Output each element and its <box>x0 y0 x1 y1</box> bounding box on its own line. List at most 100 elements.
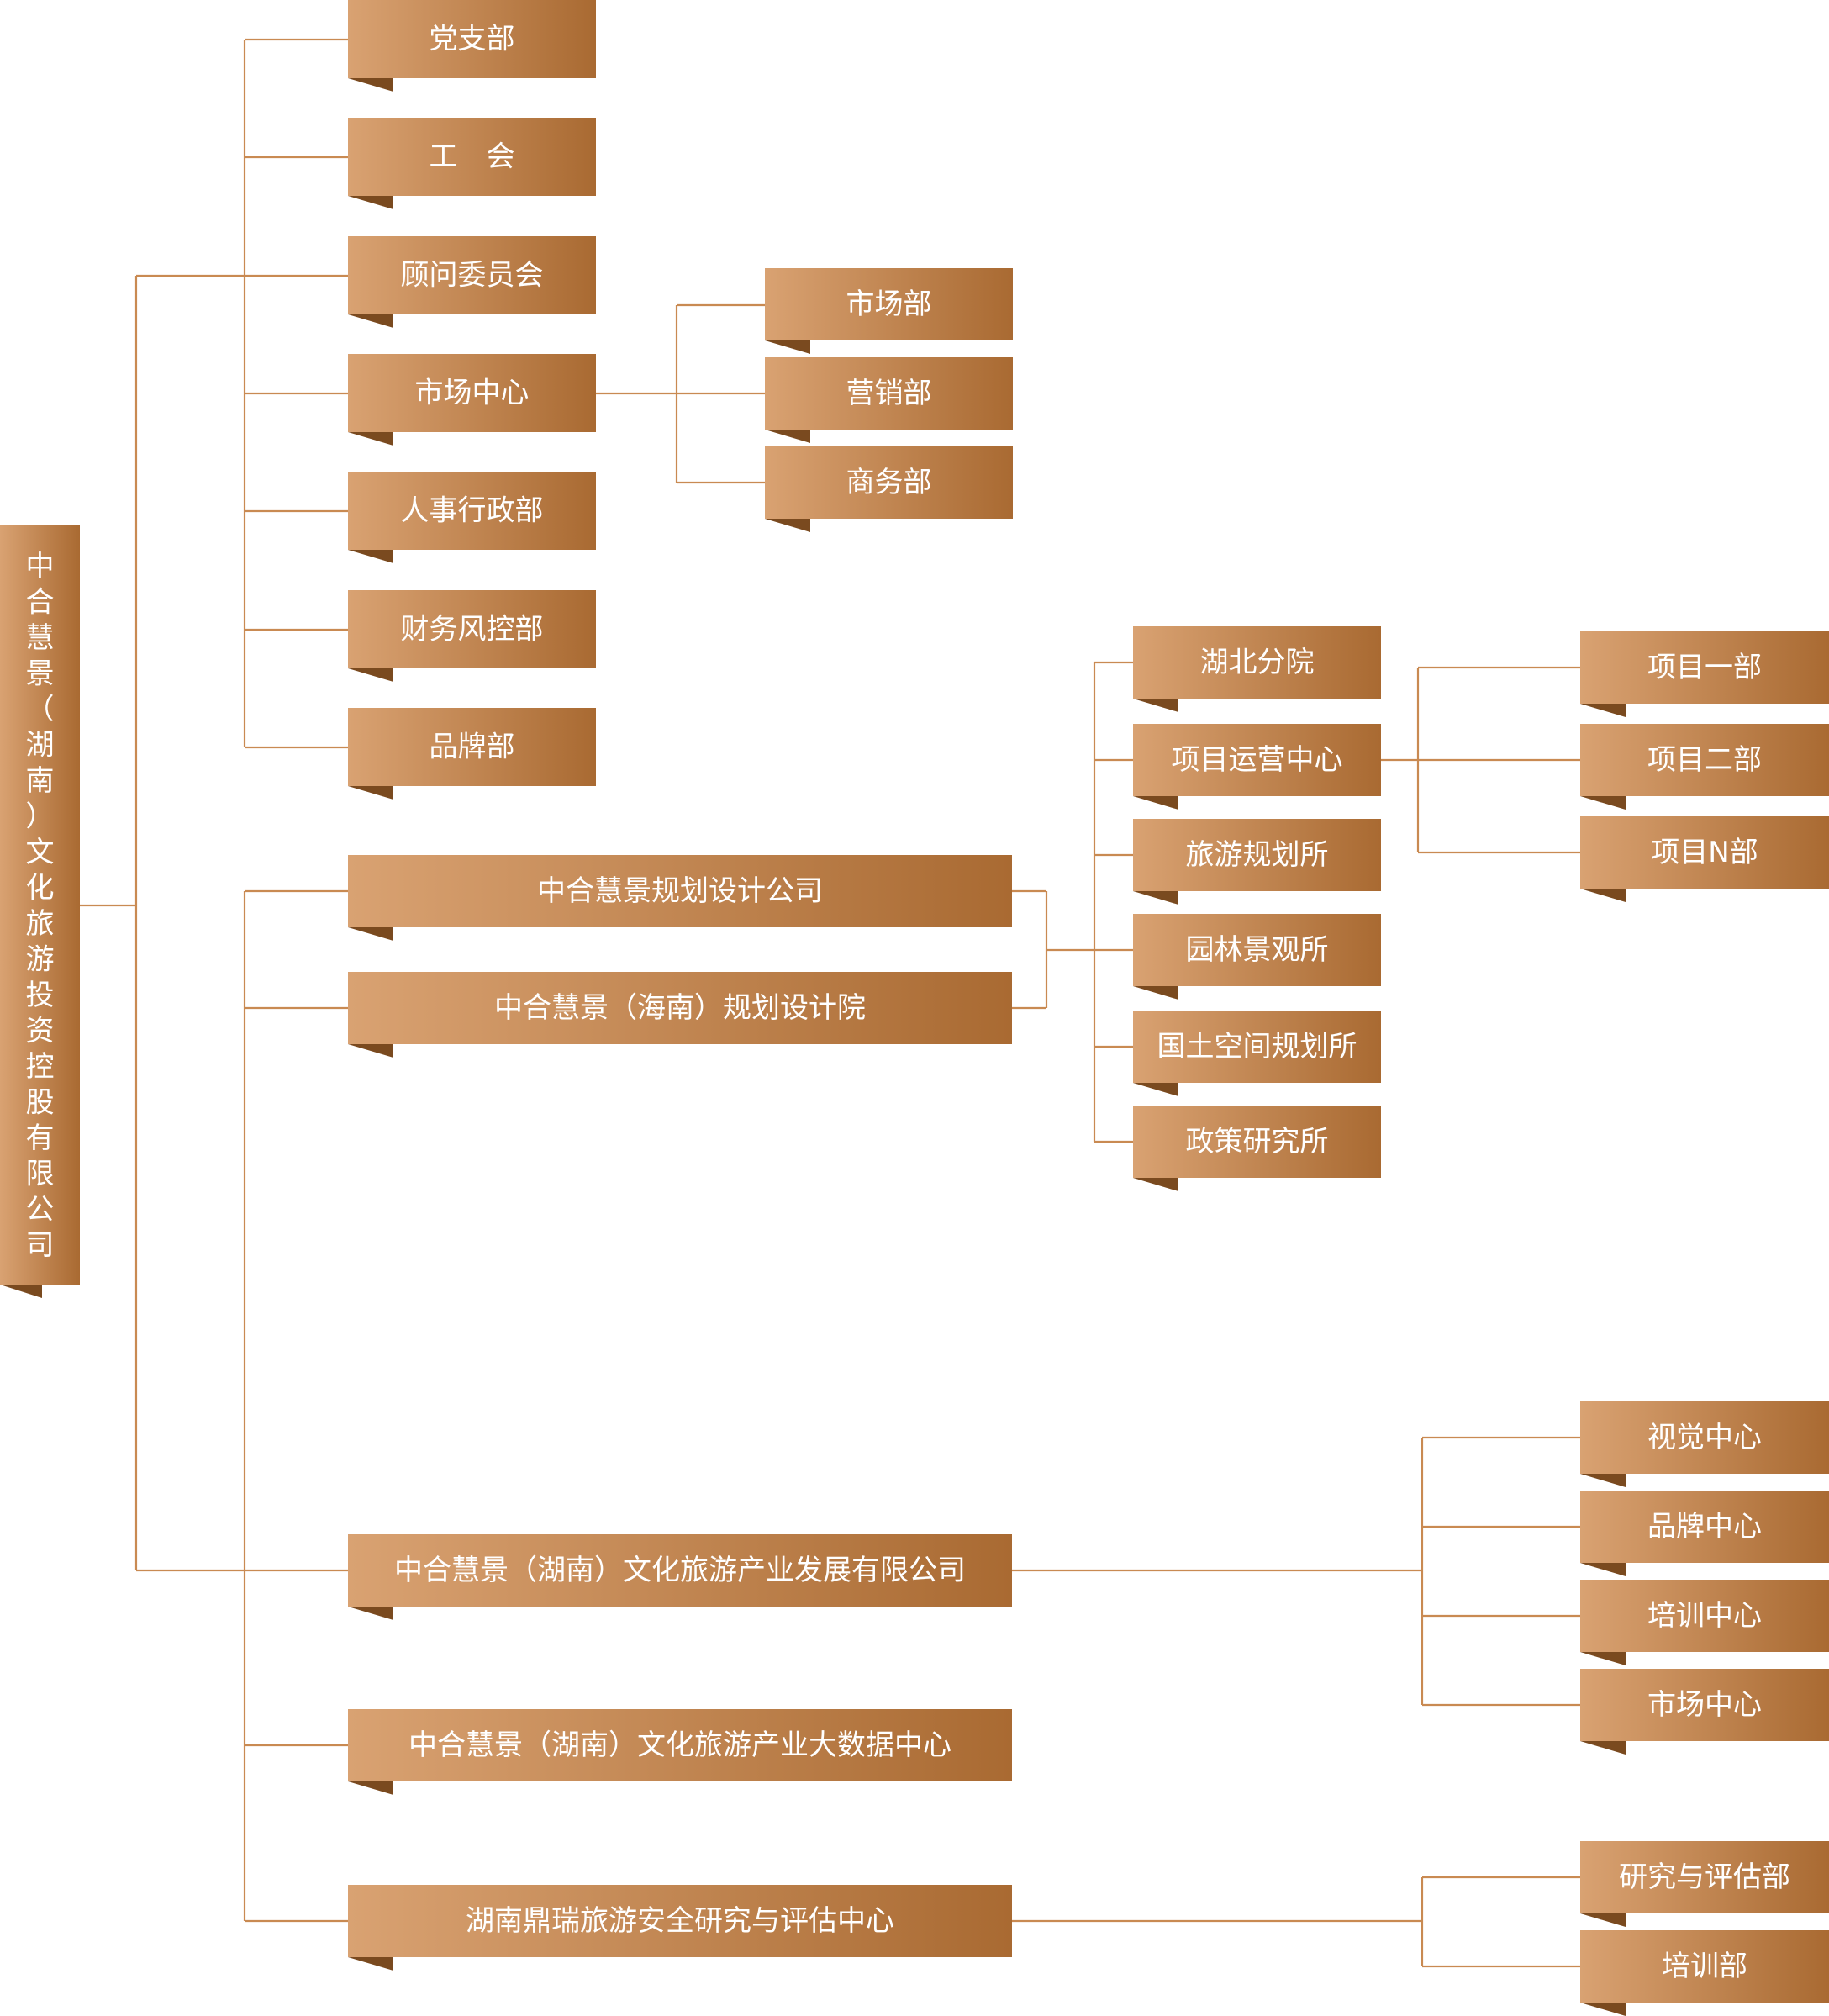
dept-node-4-ribbon-fold <box>348 550 393 563</box>
subsidiary-node-2: 湖南鼎瑞旅游安全研究与评估中心 <box>348 1885 1012 1971</box>
institute-node-0-box <box>1133 626 1381 699</box>
institute-node-3-label: 园林景观所 <box>1186 933 1329 967</box>
industry-child-node-3-label: 市场中心 <box>1647 1688 1762 1722</box>
institute-node-5-box <box>1133 1106 1381 1178</box>
industry-child-node-2-ribbon-fold <box>1580 1652 1626 1665</box>
dept-node-6-ribbon-fold <box>348 786 393 800</box>
dept-node-6-label: 品牌部 <box>430 731 515 764</box>
safety-child-node-0-ribbon-fold <box>1580 1913 1626 1927</box>
design-company-node-0: 中合慧景规划设计公司 <box>348 855 1012 941</box>
market-child-node-1-label: 营销部 <box>846 377 932 410</box>
institute-node-0-ribbon-fold <box>1133 699 1178 712</box>
institute-node-1-box <box>1133 724 1381 796</box>
industry-child-node-3-box <box>1580 1669 1829 1741</box>
design-company-node-0-ribbon-fold <box>348 927 393 941</box>
industry-child-node-2-box <box>1580 1580 1829 1652</box>
project-dept-node-0: 项目一部 <box>1580 631 1829 717</box>
subsidiary-node-1: 中合慧景（湖南）文化旅游产业大数据中心 <box>348 1709 1012 1795</box>
project-dept-node-2-label: 项目N部 <box>1651 836 1758 869</box>
safety-child-node-1: 培训部 <box>1580 1930 1829 2016</box>
institute-node-1-ribbon-fold <box>1133 796 1178 810</box>
project-dept-node-0-box <box>1580 631 1829 704</box>
dept-node-2: 顾问委员会 <box>348 236 596 328</box>
market-child-node-1: 营销部 <box>765 357 1013 443</box>
dept-node-1-box <box>348 118 596 196</box>
dept-node-2-label: 顾问委员会 <box>401 259 544 293</box>
root-node-label: 中合慧景（湖南）文化旅游投资控股有限公司 <box>26 550 55 1263</box>
project-dept-node-2-ribbon-fold <box>1580 889 1626 902</box>
design-company-node-1-box <box>348 972 1012 1044</box>
industry-child-node-2: 培训中心 <box>1580 1580 1829 1665</box>
design-company-node-0-label: 中合慧景规划设计公司 <box>537 874 823 908</box>
market-child-node-2-box <box>765 446 1013 519</box>
root-node: 中合慧景（湖南）文化旅游投资控股有限公司 <box>0 525 80 1298</box>
subsidiary-node-1-ribbon-fold <box>348 1781 393 1795</box>
industry-child-node-3: 市场中心 <box>1580 1669 1829 1755</box>
institute-node-1-label: 项目运营中心 <box>1172 743 1343 777</box>
subsidiary-node-0-ribbon-fold <box>348 1607 393 1620</box>
project-dept-node-0-label: 项目一部 <box>1647 651 1762 684</box>
dept-node-3-label: 市场中心 <box>415 377 530 410</box>
safety-child-node-0-label: 研究与评估部 <box>1619 1860 1790 1894</box>
dept-node-1-ribbon-fold <box>348 196 393 209</box>
root-node-box <box>0 525 80 1285</box>
dept-node-0: 党支部 <box>348 0 596 92</box>
subsidiary-node-2-box <box>348 1885 1012 1957</box>
dept-node-6: 品牌部 <box>348 708 596 800</box>
institute-node-4-label: 国土空间规划所 <box>1157 1030 1357 1063</box>
dept-node-2-ribbon-fold <box>348 314 393 328</box>
industry-child-node-1-box <box>1580 1491 1829 1563</box>
dept-node-4-box <box>348 472 596 550</box>
dept-node-1: 工 会 <box>348 118 596 209</box>
industry-child-node-0-ribbon-fold <box>1580 1474 1626 1487</box>
subsidiary-node-0-label: 中合慧景（湖南）文化旅游产业发展有限公司 <box>394 1554 966 1587</box>
dept-node-3: 市场中心 <box>348 354 596 446</box>
dept-node-4-label: 人事行政部 <box>401 494 544 528</box>
dept-node-0-ribbon-fold <box>348 78 393 92</box>
industry-child-node-1: 品牌中心 <box>1580 1491 1829 1576</box>
project-dept-node-2-box <box>1580 816 1829 889</box>
institute-node-4: 国土空间规划所 <box>1133 1011 1381 1096</box>
institute-node-2-box <box>1133 819 1381 891</box>
dept-node-3-box <box>348 354 596 432</box>
institute-node-2-ribbon-fold <box>1133 891 1178 905</box>
market-child-node-2-label: 商务部 <box>846 466 932 499</box>
institute-node-2-label: 旅游规划所 <box>1186 838 1329 872</box>
industry-child-node-2-label: 培训中心 <box>1647 1599 1762 1633</box>
dept-node-5: 财务风控部 <box>348 590 596 682</box>
market-child-node-0-label: 市场部 <box>846 288 932 321</box>
market-child-node-0-ribbon-fold <box>765 340 810 354</box>
industry-child-node-1-label: 品牌中心 <box>1647 1510 1762 1544</box>
project-dept-node-1-box <box>1580 724 1829 796</box>
dept-node-5-box <box>348 590 596 668</box>
dept-node-4: 人事行政部 <box>348 472 596 563</box>
dept-node-5-label: 财务风控部 <box>401 613 544 646</box>
connector-lines <box>80 38 1580 1968</box>
institute-node-5-label: 政策研究所 <box>1186 1125 1329 1158</box>
subsidiary-node-2-ribbon-fold <box>348 1957 393 1971</box>
market-child-node-2-ribbon-fold <box>765 519 810 532</box>
design-company-node-0-box <box>348 855 1012 927</box>
dept-node-0-box <box>348 0 596 78</box>
safety-child-node-1-ribbon-fold <box>1580 2003 1626 2016</box>
institute-node-3-box <box>1133 914 1381 986</box>
institute-node-5: 政策研究所 <box>1133 1106 1381 1191</box>
institute-node-3-ribbon-fold <box>1133 986 1178 1000</box>
project-dept-node-1-ribbon-fold <box>1580 796 1626 810</box>
dept-node-3-ribbon-fold <box>348 432 393 446</box>
market-child-node-0-box <box>765 268 1013 340</box>
industry-child-node-0-box <box>1580 1401 1829 1474</box>
market-child-node-1-box <box>765 357 1013 430</box>
safety-child-node-1-label: 培训部 <box>1662 1950 1747 1983</box>
project-dept-node-1-label: 项目二部 <box>1647 743 1762 777</box>
dept-node-1-label: 工 会 <box>430 140 515 174</box>
subsidiary-node-0: 中合慧景（湖南）文化旅游产业发展有限公司 <box>348 1534 1012 1620</box>
industry-child-node-3-ribbon-fold <box>1580 1741 1626 1755</box>
market-child-node-2: 商务部 <box>765 446 1013 532</box>
dept-node-5-ribbon-fold <box>348 668 393 682</box>
institute-node-0: 湖北分院 <box>1133 626 1381 712</box>
subsidiary-node-2-label: 湖南鼎瑞旅游安全研究与评估中心 <box>466 1904 894 1938</box>
institute-node-2: 旅游规划所 <box>1133 819 1381 905</box>
project-dept-node-1: 项目二部 <box>1580 724 1829 810</box>
